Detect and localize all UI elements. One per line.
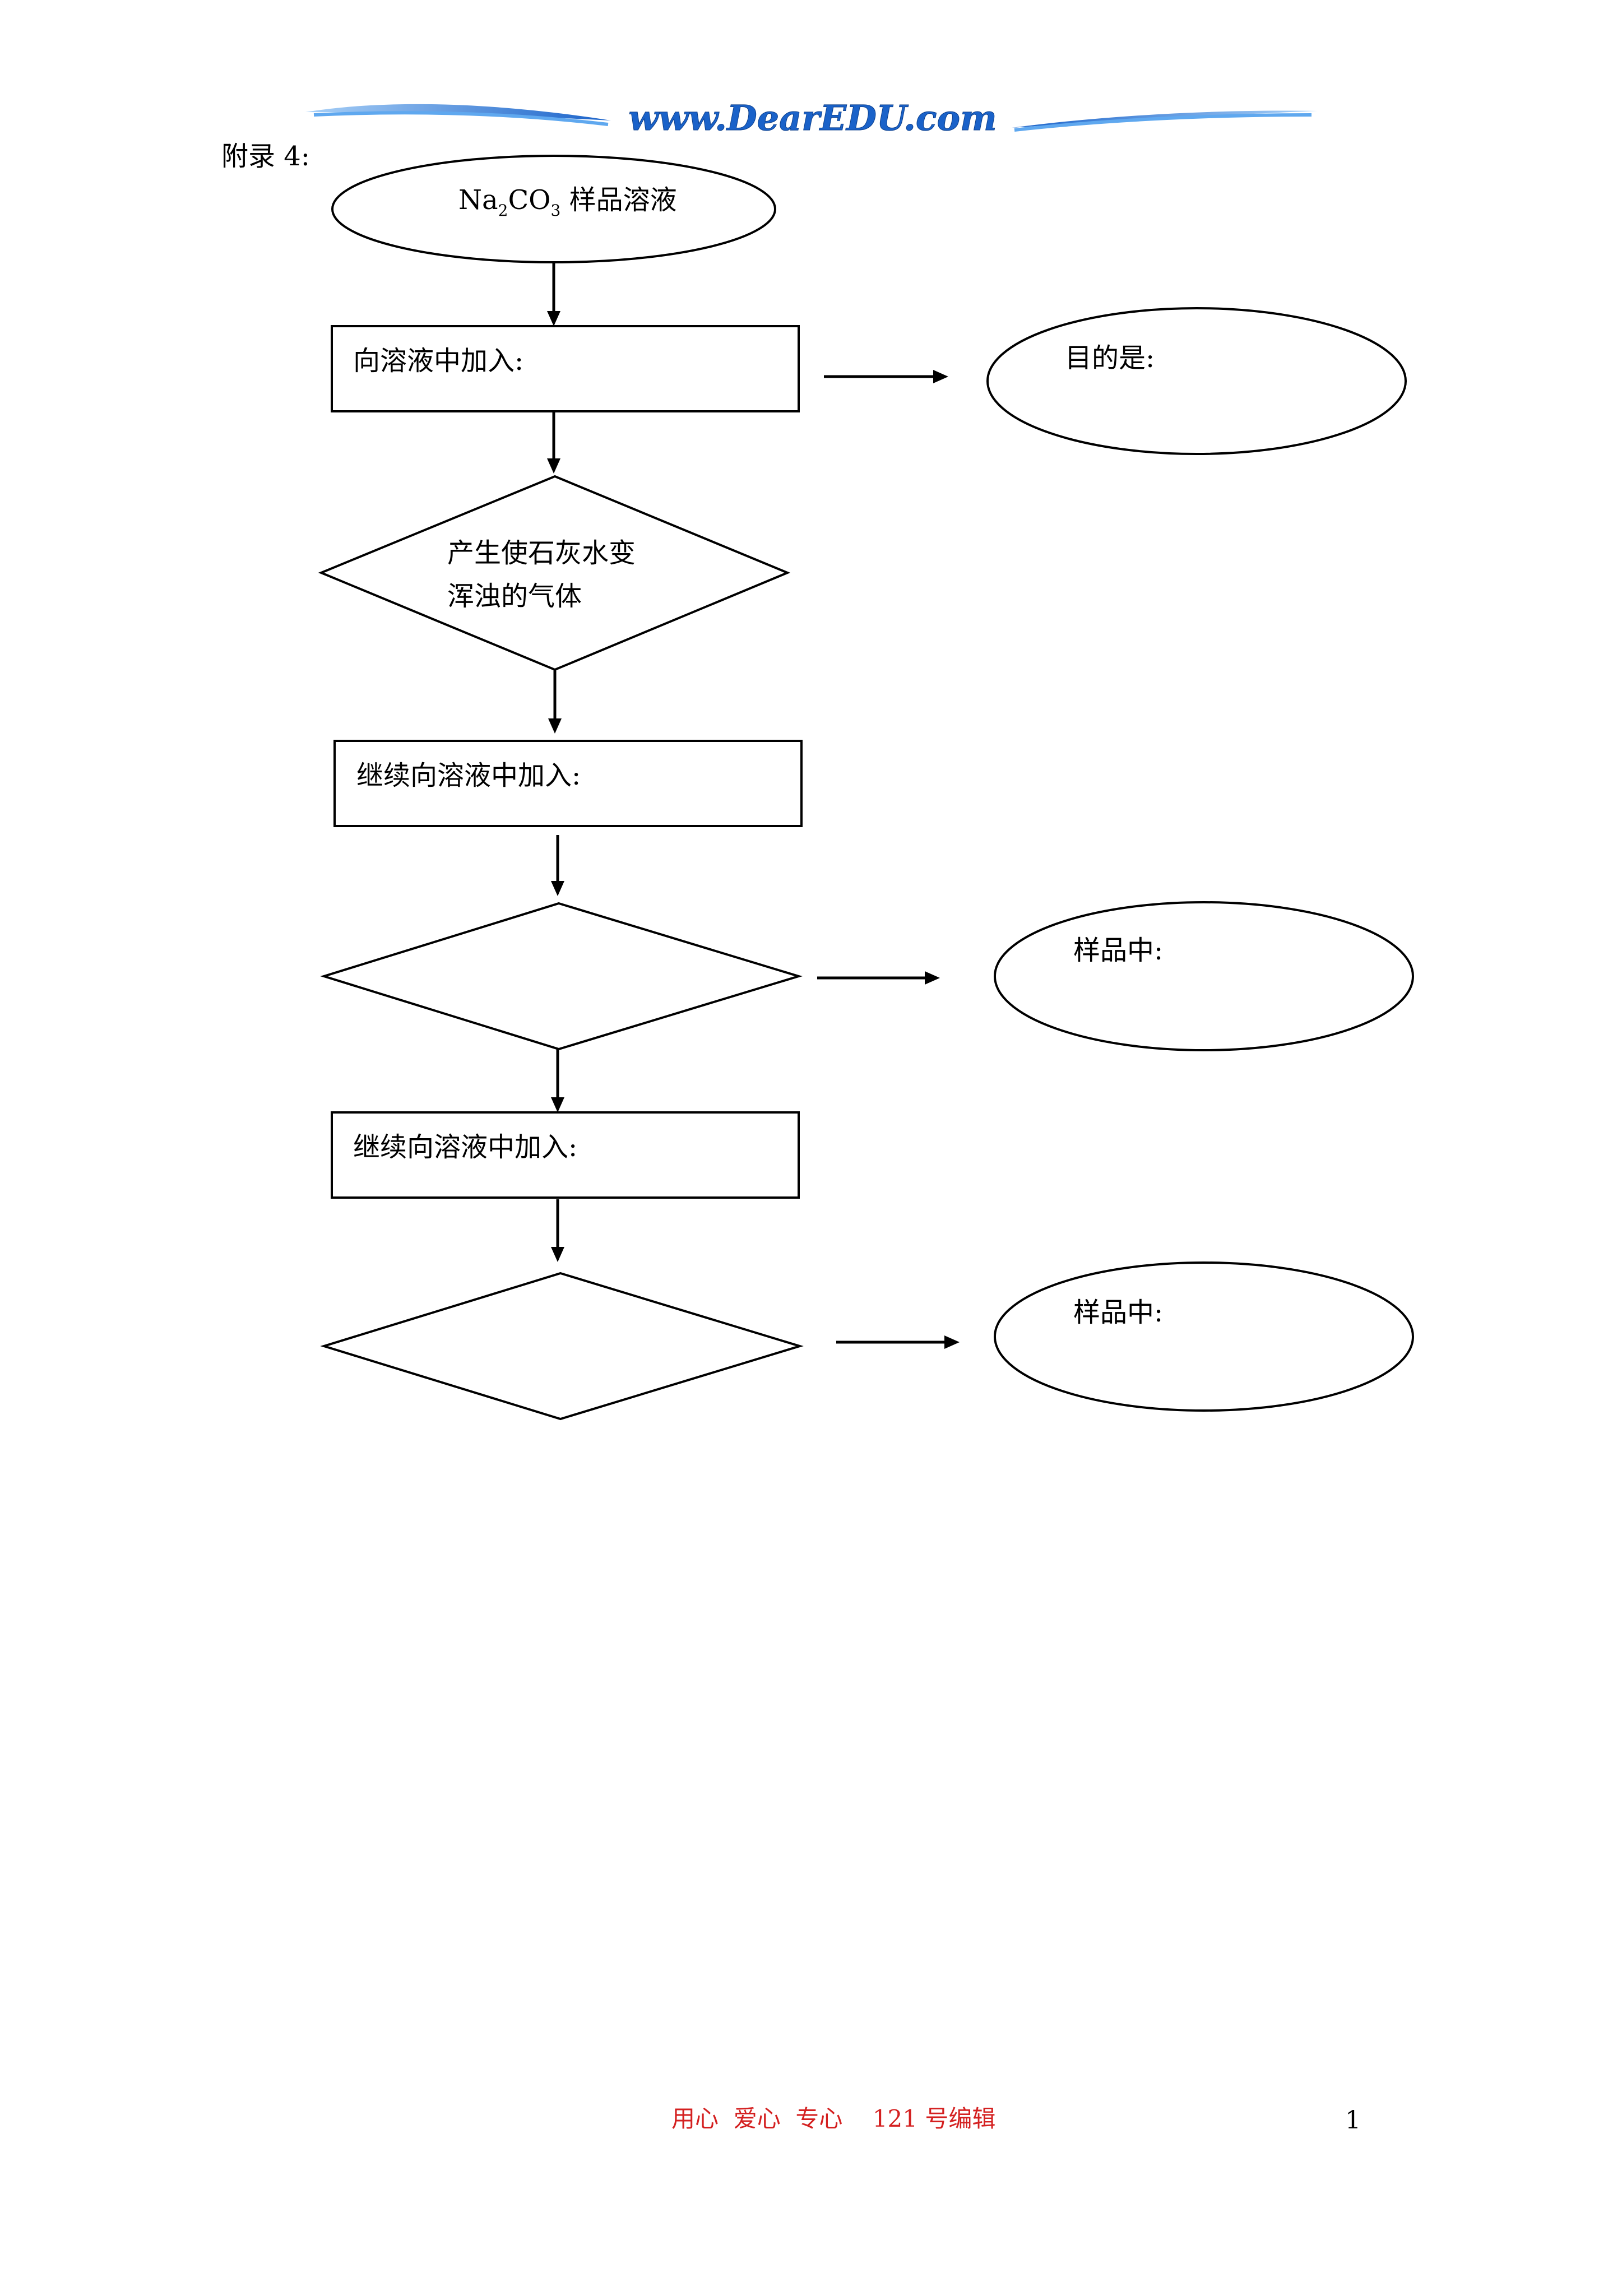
arrow-decision2-to-result1 bbox=[817, 971, 940, 985]
decision1-diamond bbox=[318, 475, 791, 671]
purpose-label: 目的是: bbox=[1065, 342, 1155, 374]
purpose-ellipse bbox=[986, 307, 1407, 455]
step3-box bbox=[331, 1111, 800, 1199]
purpose-node: 目的是: bbox=[986, 307, 1407, 455]
page-number: 1 bbox=[1345, 2106, 1361, 2135]
start-ellipse bbox=[331, 155, 776, 263]
step1-label: 向溶液中加入: bbox=[353, 345, 523, 377]
decision1-label-line1: 产生使石灰水变 bbox=[447, 537, 636, 569]
step2-node: 继续向溶液中加入: bbox=[333, 740, 803, 827]
site-name[interactable]: www.DearEDU.com bbox=[628, 98, 997, 139]
formula-na: Na bbox=[458, 184, 498, 216]
formula-sub2: 3 bbox=[551, 201, 561, 220]
step2-label: 继续向溶液中加入: bbox=[356, 760, 581, 791]
formula-sub1: 2 bbox=[498, 201, 508, 220]
arrow-step1-to-purpose bbox=[824, 370, 948, 383]
decision1-node: 产生使石灰水变 浑浊的气体 bbox=[318, 475, 791, 671]
arrow-decision2-to-step3 bbox=[551, 1049, 564, 1112]
start-label: Na2CO3 样品溶液 bbox=[458, 184, 677, 220]
decision3-diamond bbox=[320, 1272, 804, 1421]
result2-node: 样品中: bbox=[994, 1261, 1414, 1412]
arrow-start-to-step1 bbox=[547, 263, 560, 326]
formula-co: CO bbox=[508, 184, 550, 216]
result1-ellipse bbox=[994, 901, 1414, 1051]
arrow-decision1-to-step2 bbox=[548, 670, 562, 734]
step2-box bbox=[333, 740, 803, 827]
step1-box bbox=[331, 325, 800, 412]
result2-ellipse bbox=[994, 1261, 1414, 1412]
result2-label: 样品中: bbox=[1073, 1297, 1163, 1328]
footer-slogan: 用心 爱心 专心 121 号编辑 bbox=[671, 2105, 995, 2132]
decision2-diamond bbox=[320, 902, 803, 1051]
decision1-label-line2: 浑浊的气体 bbox=[447, 581, 582, 612]
header-swoosh-right bbox=[1012, 110, 1317, 128]
step1-node: 向溶液中加入: bbox=[331, 325, 800, 412]
decision3-node bbox=[320, 1272, 804, 1421]
arrow-decision3-to-result2 bbox=[836, 1335, 960, 1349]
start-suffix: 样品溶液 bbox=[560, 184, 676, 216]
header-banner: www.DearEDU.com bbox=[305, 98, 1317, 139]
step3-label: 继续向溶液中加入: bbox=[353, 1131, 577, 1163]
step3-node: 继续向溶液中加入: bbox=[331, 1111, 800, 1199]
start-node: Na2CO3 样品溶液 bbox=[331, 155, 776, 263]
result1-label: 样品中: bbox=[1073, 935, 1163, 966]
header-swoosh-left-thin bbox=[313, 111, 609, 126]
arrow-step2-to-decision2 bbox=[551, 835, 564, 896]
appendix-label: 附录 4: bbox=[221, 141, 310, 172]
decision2-node bbox=[320, 902, 803, 1051]
result1-node: 样品中: bbox=[994, 901, 1414, 1051]
arrow-step1-to-decision1 bbox=[547, 412, 560, 474]
arrow-step3-to-decision3 bbox=[551, 1199, 564, 1262]
header-swoosh-right-thin bbox=[1014, 113, 1312, 132]
